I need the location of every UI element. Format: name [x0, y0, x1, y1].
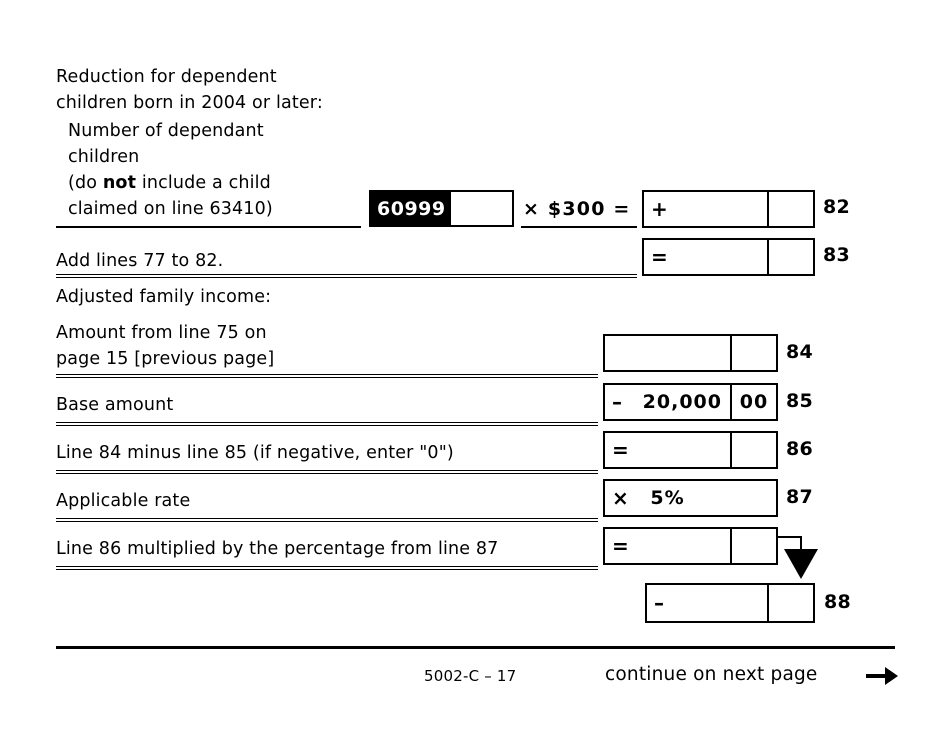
rule-under-dependent-children-text — [56, 226, 361, 228]
rule-under-line-85 — [56, 422, 598, 426]
rule-under-line-84 — [56, 374, 598, 378]
line-84-cents-cell[interactable] — [730, 336, 776, 370]
field-60999-box[interactable]: 60999 — [369, 190, 514, 227]
line-82-dollars-cell[interactable]: + — [644, 192, 767, 226]
rule-under-line-86 — [56, 470, 598, 474]
rule-under-add-lines — [56, 274, 637, 278]
line-85-amount-box: – 20,000 00 — [603, 383, 778, 421]
continue-next-page-label: continue on next page — [605, 664, 818, 685]
line-85-dollars-cell: – 20,000 — [605, 385, 730, 419]
line-number-83: 83 — [823, 244, 851, 266]
dependent-children-sub-line2: children — [68, 147, 140, 167]
connector-vertical — [800, 536, 802, 550]
line-86-dollars-cell[interactable]: = — [605, 433, 730, 467]
line-number-86: 86 — [786, 438, 814, 460]
line-87-operator: × — [612, 486, 629, 510]
rule-under-line-87 — [56, 518, 598, 522]
line-84-label-line1: Amount from line 75 on — [56, 323, 267, 343]
line-86-cents-cell[interactable] — [730, 433, 776, 467]
number-of-children-input[interactable] — [450, 192, 512, 225]
line-87-rate-box: × 5% — [603, 479, 778, 517]
line-84-amount-box[interactable] — [603, 334, 778, 372]
line-88-amount-box[interactable]: – — [645, 583, 815, 623]
line-85-dollars-value: 20,000 — [642, 391, 722, 413]
line-87-result-cents-cell[interactable] — [730, 529, 776, 563]
line-number-88: 88 — [824, 591, 852, 613]
dependent-children-heading-line1: Reduction for dependent — [56, 67, 277, 87]
multiplier-label: × $300 = — [523, 198, 631, 220]
line-number-87: 87 — [786, 486, 814, 508]
footer-separator-rule — [56, 646, 895, 649]
arrow-right-shaft — [866, 674, 886, 678]
line-number-85: 85 — [786, 390, 814, 412]
line-83-operator: = — [651, 245, 668, 269]
arrow-right-icon — [866, 667, 898, 685]
form-code: 5002-C – 17 — [424, 667, 517, 685]
line-86-operator: = — [612, 438, 629, 462]
arrow-right-head — [885, 667, 898, 685]
line-83-amount-box[interactable]: = — [642, 238, 815, 276]
line-83-cents-cell[interactable] — [767, 240, 813, 274]
line-85-label: Base amount — [56, 395, 174, 415]
line-87-rate-value: 5% — [650, 487, 685, 509]
line-85-operator: – — [612, 390, 622, 414]
line-number-84: 84 — [786, 341, 814, 363]
sub-line3-post: include a child — [136, 173, 271, 193]
line-87-result-dollars-cell[interactable]: = — [605, 529, 730, 563]
line-86-amount-box[interactable]: = — [603, 431, 778, 469]
field-code-60999: 60999 — [371, 192, 451, 225]
line-85-cents-cell: 00 — [730, 385, 776, 419]
line-83-label: Add lines 77 to 82. — [56, 251, 224, 271]
dependent-children-sub-line3: (do not include a child — [68, 170, 271, 196]
connector-horizontal — [776, 536, 802, 538]
line-87-rate-cell: × 5% — [605, 481, 776, 515]
line-84-label-line2: page 15 [previous page] — [56, 349, 275, 369]
line-84-dollars-cell[interactable] — [605, 336, 730, 370]
line-86-label: Line 84 minus line 85 (if negative, ente… — [56, 443, 454, 463]
line-82-cents-cell[interactable] — [767, 192, 813, 226]
dependent-children-sub-line4: claimed on line 63410) — [68, 199, 273, 219]
line-87-label: Applicable rate — [56, 491, 191, 511]
adjusted-family-income-heading: Adjusted family income: — [56, 287, 272, 307]
line-88-cents-cell[interactable] — [767, 585, 813, 621]
rule-under-multiplier — [521, 226, 637, 228]
arrow-down-icon — [784, 549, 818, 579]
line-number-82: 82 — [823, 196, 851, 218]
dependent-children-sub-line1: Number of dependant — [68, 121, 264, 141]
line-88-dollars-cell[interactable]: – — [647, 585, 767, 621]
rule-under-line-87-result — [56, 566, 598, 570]
line-88-operator: – — [654, 591, 664, 615]
line-87-result-operator: = — [612, 534, 629, 558]
line-82-operator: + — [651, 197, 668, 221]
line-87-result-amount-box[interactable]: = — [603, 527, 778, 565]
sub-line3-bold: not — [102, 173, 137, 193]
sub-line3-pre: (do — [68, 173, 103, 193]
line-83-dollars-cell[interactable]: = — [644, 240, 767, 274]
dependent-children-heading-line2: children born in 2004 or later: — [56, 93, 323, 113]
line-85-cents-value: 00 — [739, 391, 769, 413]
line-87-result-label: Line 86 multiplied by the percentage fro… — [56, 539, 499, 559]
line-82-amount-box[interactable]: + — [642, 190, 815, 228]
